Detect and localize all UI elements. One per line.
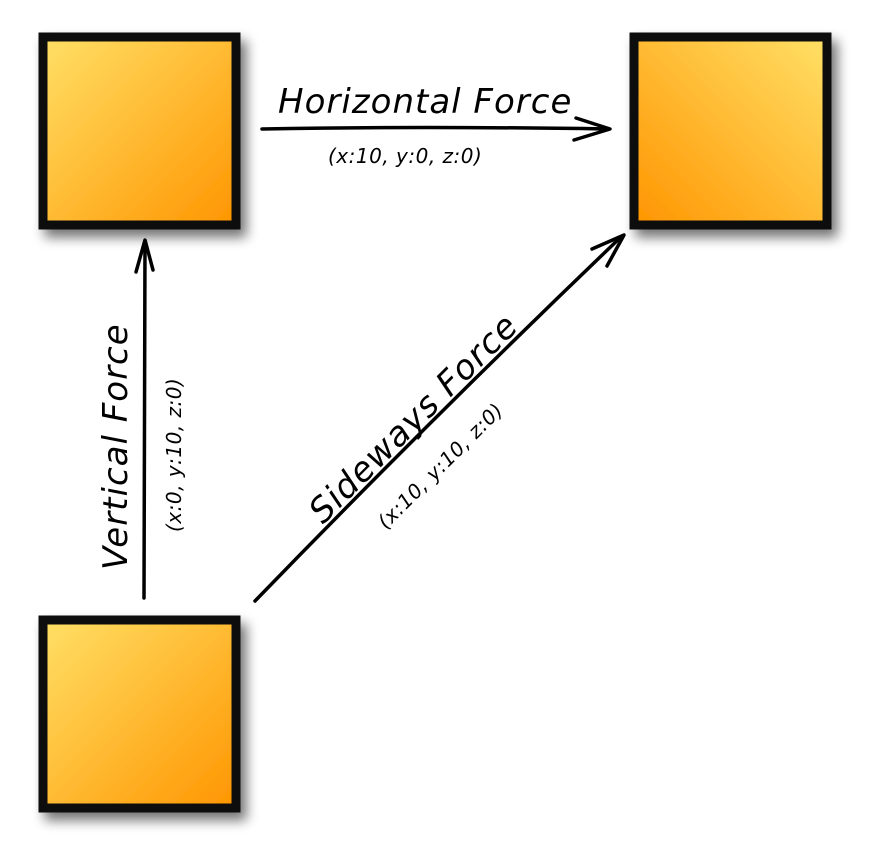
vertical-force-arrow xyxy=(134,238,155,600)
vertical-force-title: Vertical Force xyxy=(96,323,136,570)
vertical-force-vector: (x:0, y:10, z:0) xyxy=(162,378,186,532)
horizontal-force-title: Horizontal Force xyxy=(278,82,572,122)
horizontal-force-arrow xyxy=(260,116,612,142)
box-top-right xyxy=(629,32,832,230)
box-top-left xyxy=(38,32,241,230)
box-bottom-left xyxy=(38,615,241,813)
horizontal-force-vector: (x:10, y:0, z:0) xyxy=(328,144,482,168)
sideways-force-arrow xyxy=(253,233,626,603)
